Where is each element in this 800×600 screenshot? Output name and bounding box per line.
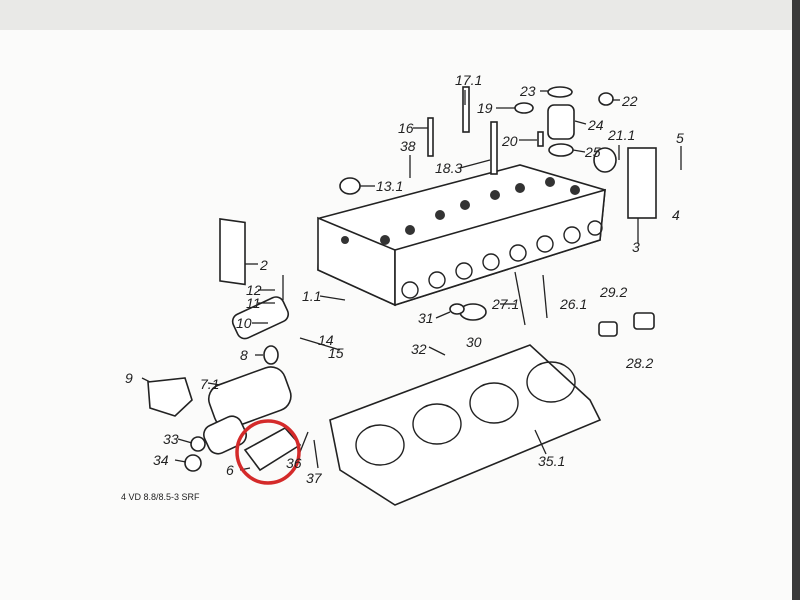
- label-27-1: 27.1: [491, 296, 519, 312]
- label-18-3: 18.3: [435, 160, 462, 176]
- label-30: 30: [466, 334, 482, 350]
- cylinder-head: [317, 164, 606, 307]
- label-26-1: 26.1: [559, 296, 587, 312]
- label-20: 20: [501, 133, 518, 149]
- small-parts: [147, 86, 657, 472]
- label-15: 15: [328, 345, 344, 361]
- label-13-1: 13.1: [376, 178, 403, 194]
- label-5: 5: [676, 130, 684, 146]
- label-24: 24: [587, 117, 604, 133]
- label-11: 11: [246, 295, 261, 311]
- label-25: 25: [584, 144, 601, 160]
- label-21-1: 21.1: [607, 127, 635, 143]
- label-32: 32: [411, 341, 427, 357]
- label-6: 6: [226, 462, 234, 478]
- highlight-circle: [235, 419, 301, 485]
- part-labels: 17.1 23 22 19 24 16 20 21.1 5 38 18.3 25…: [121, 72, 684, 502]
- label-19: 19: [477, 100, 493, 116]
- label-14: 14: [318, 332, 334, 348]
- label-9: 9: [125, 370, 133, 386]
- label-36: 36: [286, 455, 302, 471]
- head-gasket: [329, 344, 602, 506]
- label-35-1: 35.1: [538, 453, 565, 469]
- label-10: 10: [236, 315, 252, 331]
- label-8: 8: [240, 347, 248, 363]
- label-38: 38: [400, 138, 416, 154]
- label-29-2: 29.2: [599, 284, 627, 300]
- label-2: 2: [259, 257, 268, 273]
- label-31: 31: [418, 310, 434, 326]
- label-4: 4: [672, 207, 680, 223]
- label-28-2: 28.2: [625, 355, 653, 371]
- label-22: 22: [621, 93, 638, 109]
- scan-edge: [792, 0, 800, 600]
- label-37: 37: [306, 470, 323, 486]
- label-12: 12: [246, 282, 262, 298]
- label-17-1: 17.1: [455, 72, 482, 88]
- label-1-1: 1.1: [302, 288, 321, 304]
- diagram-caption: 4 VD 8.8/8.5-3 SRF: [121, 492, 200, 502]
- leader-lines: [141, 90, 682, 471]
- label-23: 23: [519, 83, 536, 99]
- label-33: 33: [163, 431, 179, 447]
- label-16: 16: [398, 120, 414, 136]
- label-34: 34: [153, 452, 169, 468]
- label-7-1: 7.1: [200, 376, 219, 392]
- label-3: 3: [632, 239, 640, 255]
